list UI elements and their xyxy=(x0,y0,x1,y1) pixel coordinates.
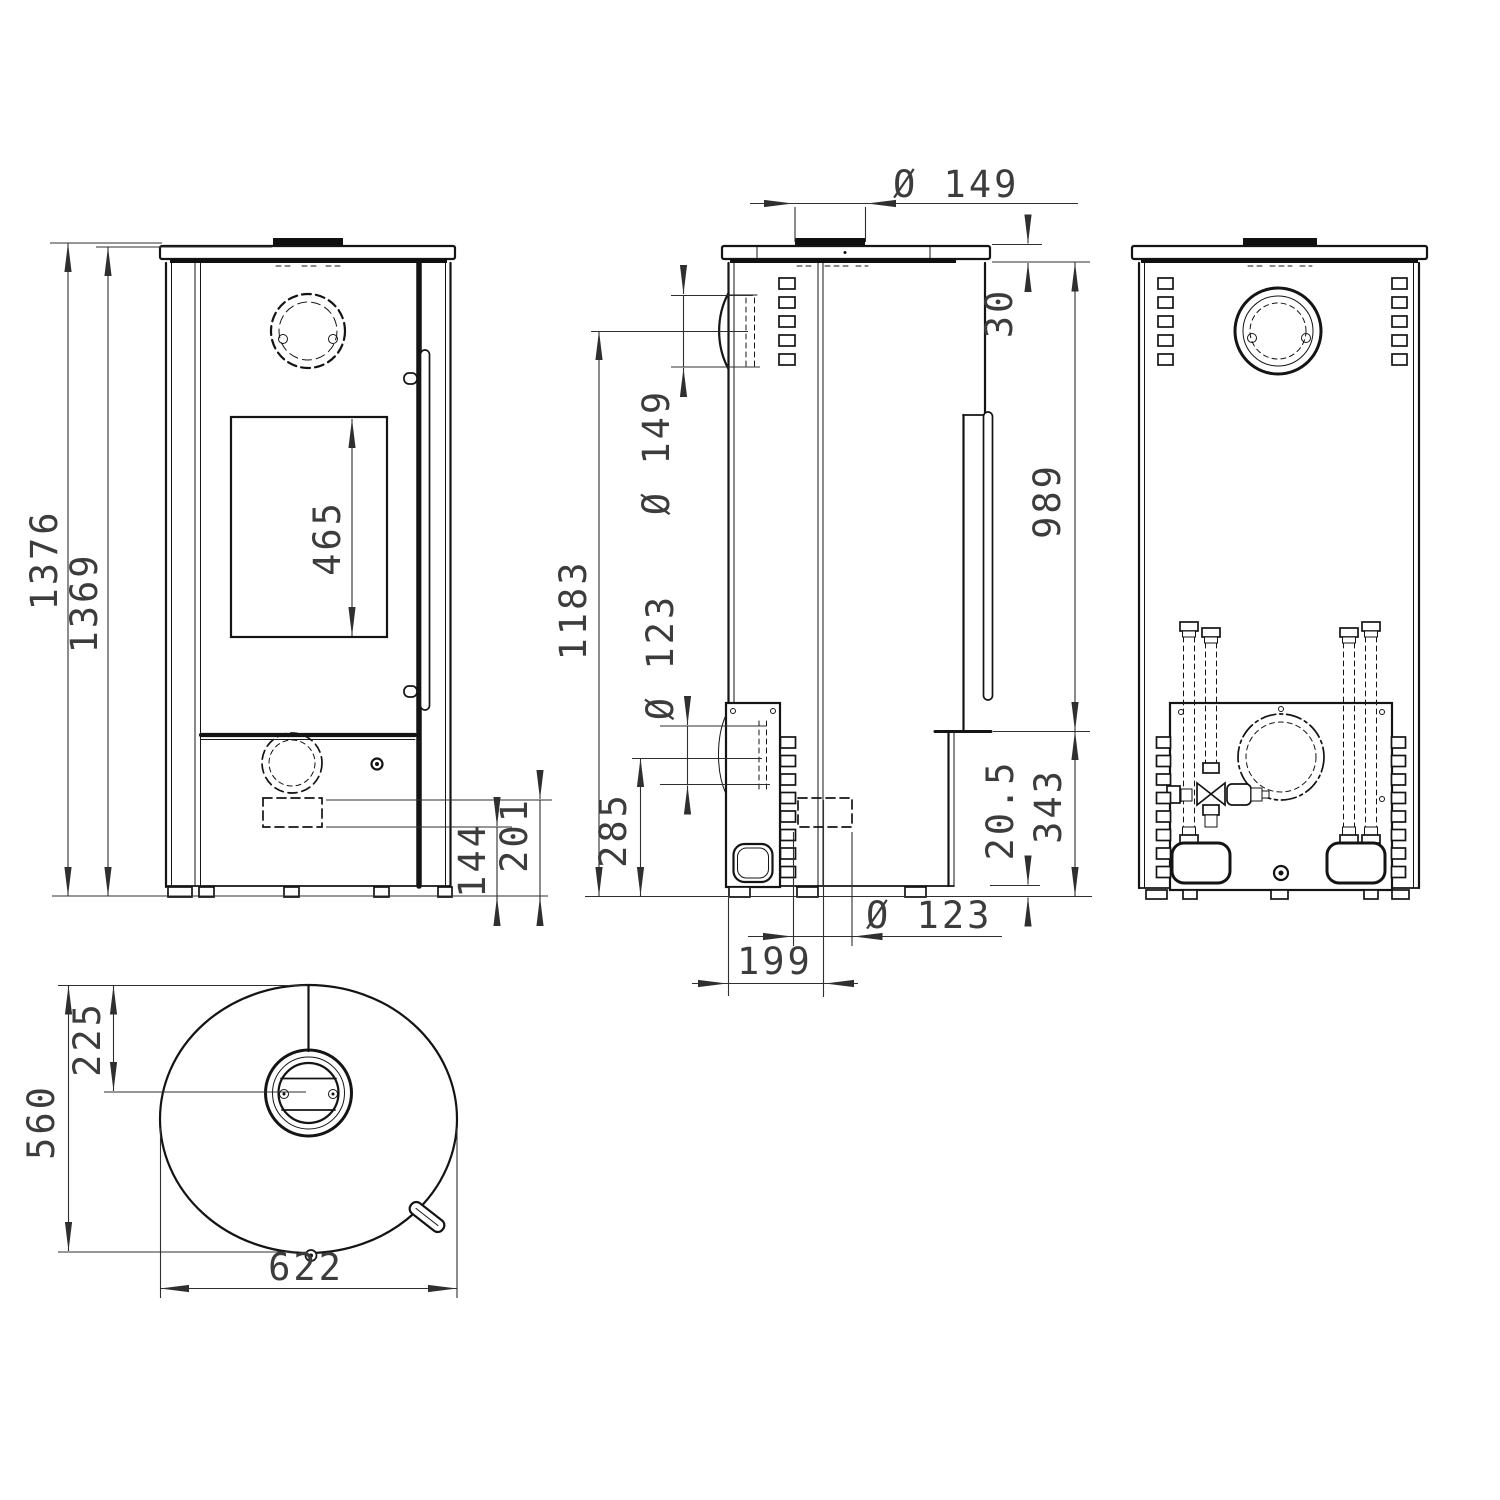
dim-label-width: 622 xyxy=(268,1246,344,1289)
back-vent-slots-left xyxy=(1157,277,1174,366)
dim-label-bottom-flue-setback: 199 xyxy=(737,940,813,983)
flue-collar-top xyxy=(264,1048,353,1138)
dim-label-glass-height: 465 xyxy=(306,500,349,576)
flue-cap xyxy=(273,238,343,246)
front-view-body xyxy=(158,238,457,898)
dim-label-upper-body-height: 989 xyxy=(1026,463,1069,539)
door-glass-window xyxy=(229,415,389,639)
back-feet xyxy=(1145,889,1410,900)
lower-outlet-hidden-rect xyxy=(262,797,323,828)
top-plate-back xyxy=(1130,244,1429,261)
box-opening xyxy=(732,842,774,884)
dim-label-rear-flue-diameter: Ø 149 xyxy=(635,389,678,515)
dim-label-overall-height: 1376 xyxy=(23,509,66,610)
front-feet xyxy=(167,886,453,898)
dim-label-lower-body-height: 343 xyxy=(1027,768,1070,844)
back-view-body xyxy=(1130,238,1429,900)
top-view: 560 225 622 xyxy=(20,983,459,1298)
dim-label-lower-rear-flue-center-height: 285 xyxy=(592,792,635,868)
dim-label-lower-rear-flue-diameter: Ø 123 xyxy=(639,594,682,720)
back-vent-slots-right xyxy=(1391,277,1408,366)
side-view-body xyxy=(718,238,994,997)
back-connection-box-side xyxy=(718,701,782,889)
panel-tabs-right xyxy=(1390,736,1407,879)
dim-label-bottom-flue-diameter: Ø 123 xyxy=(866,894,992,937)
lower-flue-hidden-circle xyxy=(261,732,323,794)
top-view-dimensions: 560 225 622 xyxy=(20,984,458,1298)
water-connection-pipes xyxy=(1179,621,1381,844)
top-plate-shadow xyxy=(170,259,447,263)
top-flue-hidden-circle xyxy=(269,292,347,370)
dim-label-top-flue-diameter: Ø 149 xyxy=(893,163,1019,206)
front-view: 1376 1369 465 144 201 xyxy=(23,238,552,926)
lower-flue-hidden-circle-back xyxy=(1237,713,1325,801)
back-view xyxy=(1130,238,1429,900)
side-vent-tabs-lower xyxy=(779,736,797,879)
side-vent-slots-upper xyxy=(778,277,796,366)
top-view-body xyxy=(158,983,459,1262)
dim-label-top-plate-thickness: 30 xyxy=(978,288,1021,339)
door-handle-top xyxy=(408,1200,446,1234)
flue-cap-side xyxy=(795,238,865,246)
door-latch-lower xyxy=(403,685,418,698)
dim-label-top-plate-height: 1369 xyxy=(63,552,106,653)
dim-label-lower-outlet-bottom: 144 xyxy=(451,822,494,898)
rear-flue-collar xyxy=(1233,286,1323,376)
side-view: Ø 149 30 989 343 20.5 1183 Ø 149 xyxy=(552,163,1092,997)
front-view-dimensions: 1376 1369 465 144 201 xyxy=(23,242,552,926)
door-handle-rail-side xyxy=(982,411,994,701)
back-opening-left xyxy=(1170,841,1232,885)
top-plate xyxy=(158,244,457,261)
door-latch-upper xyxy=(403,372,418,385)
top-plate-side xyxy=(720,244,992,261)
back-opening-right xyxy=(1325,841,1387,885)
panel-tabs-left xyxy=(1155,736,1172,879)
bottom-outlet-hidden-rect xyxy=(797,797,853,828)
dim-label-floor-clearance: 20.5 xyxy=(979,759,1022,860)
flue-cap-back xyxy=(1243,238,1317,246)
dim-label-lower-outlet-center: 201 xyxy=(493,797,536,873)
dim-label-depth: 560 xyxy=(20,1084,63,1160)
dim-label-rear-flue-center-height: 1183 xyxy=(552,559,595,660)
side-view-dimensions: Ø 149 30 989 343 20.5 1183 Ø 149 xyxy=(552,163,1092,996)
door-handle-rail xyxy=(419,349,431,711)
dim-label-flue-from-back: 225 xyxy=(66,1001,109,1077)
